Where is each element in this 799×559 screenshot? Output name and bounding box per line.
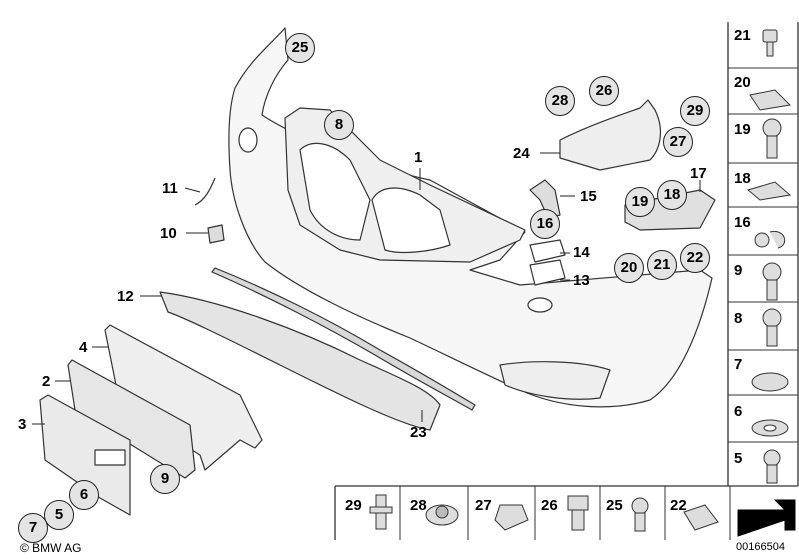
cap-13	[529, 259, 566, 286]
lower-grille	[159, 291, 441, 431]
cap-14	[529, 239, 566, 263]
callout-18: 18	[657, 180, 687, 210]
callout-16: 16	[530, 209, 560, 239]
callout-22: 22	[680, 243, 710, 273]
side-part-20: 20	[734, 74, 751, 91]
callout-19: 19	[625, 187, 655, 217]
intake-funnel	[559, 99, 662, 171]
side-part-5: 5	[734, 450, 743, 467]
bracket-15	[529, 179, 561, 219]
side-part-21: 21	[734, 27, 751, 44]
bottom-part-22: 22	[670, 497, 687, 514]
side-part-8: 8	[734, 310, 743, 327]
side-part-18: 18	[734, 170, 751, 187]
license-plate-base	[39, 394, 131, 516]
callout-21: 21	[647, 250, 677, 280]
label-4: 4	[79, 339, 88, 356]
label-17: 17	[690, 165, 707, 182]
side-part-16: 16	[734, 214, 751, 231]
callout-5: 5	[44, 500, 74, 530]
bottom-part-28: 28	[410, 497, 427, 514]
diagram-id: 00166504	[736, 541, 785, 553]
kidney-right	[371, 187, 451, 254]
callout-8: 8	[324, 110, 354, 140]
label-11: 11	[162, 180, 178, 197]
label-23: 23	[410, 424, 427, 441]
side-part-6: 6	[734, 403, 743, 420]
callout-26: 26	[589, 76, 619, 106]
copyright-text: © BMW AG	[20, 541, 82, 555]
kidney-left	[299, 142, 371, 241]
callout-27: 27	[663, 127, 693, 157]
trim-strip	[211, 267, 476, 411]
callout-29: 29	[680, 96, 710, 126]
side-part-7: 7	[734, 356, 743, 373]
callout-6: 6	[69, 480, 99, 510]
label-1: 1	[414, 149, 423, 166]
wire-harness	[194, 177, 216, 206]
label-3: 3	[18, 416, 27, 433]
label-2: 2	[42, 373, 51, 390]
callout-20: 20	[614, 253, 644, 283]
cover-cap	[207, 224, 225, 244]
bottom-part-27: 27	[475, 497, 492, 514]
direction-arrow	[737, 499, 796, 537]
callout-28: 28	[545, 86, 575, 116]
callout-9: 9	[150, 464, 180, 494]
bottom-part-25: 25	[606, 497, 623, 514]
label-24: 24	[513, 145, 530, 162]
label-14: 14	[573, 244, 590, 261]
callout-25: 25	[285, 33, 315, 63]
label-12: 12	[117, 288, 134, 305]
side-part-9: 9	[734, 262, 743, 279]
label-10: 10	[160, 225, 177, 242]
bottom-part-26: 26	[541, 497, 558, 514]
label-13: 13	[573, 272, 590, 289]
lower-intake	[499, 361, 611, 400]
callout-7: 7	[18, 513, 48, 543]
label-15: 15	[580, 188, 597, 205]
bottom-part-29: 29	[345, 497, 362, 514]
side-part-19: 19	[734, 121, 751, 138]
